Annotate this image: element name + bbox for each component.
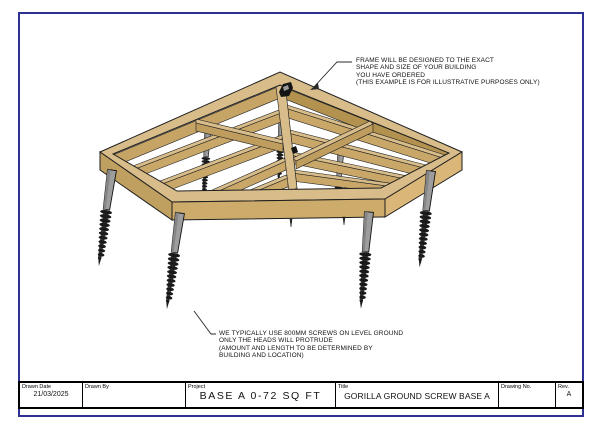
- cell-drawn-date: Drawn Date 21/03/2025: [20, 383, 83, 407]
- title-value: GORILLA GROUND SCREW BASE A: [344, 391, 490, 401]
- annotation-screw-note: WE TYPICALLY USE 800MM SCREWS ON LEVEL G…: [219, 330, 404, 359]
- drawn-date-value: 21/03/2025: [33, 391, 69, 398]
- cell-title: Title GORILLA GROUND SCREW BASE A: [336, 383, 499, 407]
- leader-line-bottom: [193, 310, 216, 335]
- drawing-no-label: Drawing No.: [501, 384, 532, 390]
- project-label: Project: [188, 384, 206, 390]
- rev-value: A: [566, 391, 572, 398]
- drawn-by-label: Drawn By: [85, 384, 109, 390]
- cell-drawn-by: Drawn By: [83, 383, 186, 407]
- leader-line-top: [310, 61, 352, 90]
- project-value: BASE A 0-72 SQ FT: [199, 390, 322, 402]
- cell-drawing-no: Drawing No.: [499, 383, 556, 407]
- screw-head-bracket-icon: [279, 82, 298, 154]
- rev-label: Rev.: [558, 384, 569, 390]
- drawn-date-label: Drawn Date: [22, 384, 52, 390]
- annotation-frame-note: FRAME WILL BE DESIGNED TO THE EXACT SHAP…: [356, 57, 540, 86]
- cell-rev: Rev. A: [556, 383, 582, 407]
- cell-project: Project BASE A 0-72 SQ FT: [186, 383, 336, 407]
- title-block: Drawn Date 21/03/2025 Drawn By Project B…: [18, 381, 584, 409]
- title-label: Title: [338, 384, 349, 390]
- timber-frame-icon: [98, 71, 464, 228]
- sheet-border: [18, 12, 584, 417]
